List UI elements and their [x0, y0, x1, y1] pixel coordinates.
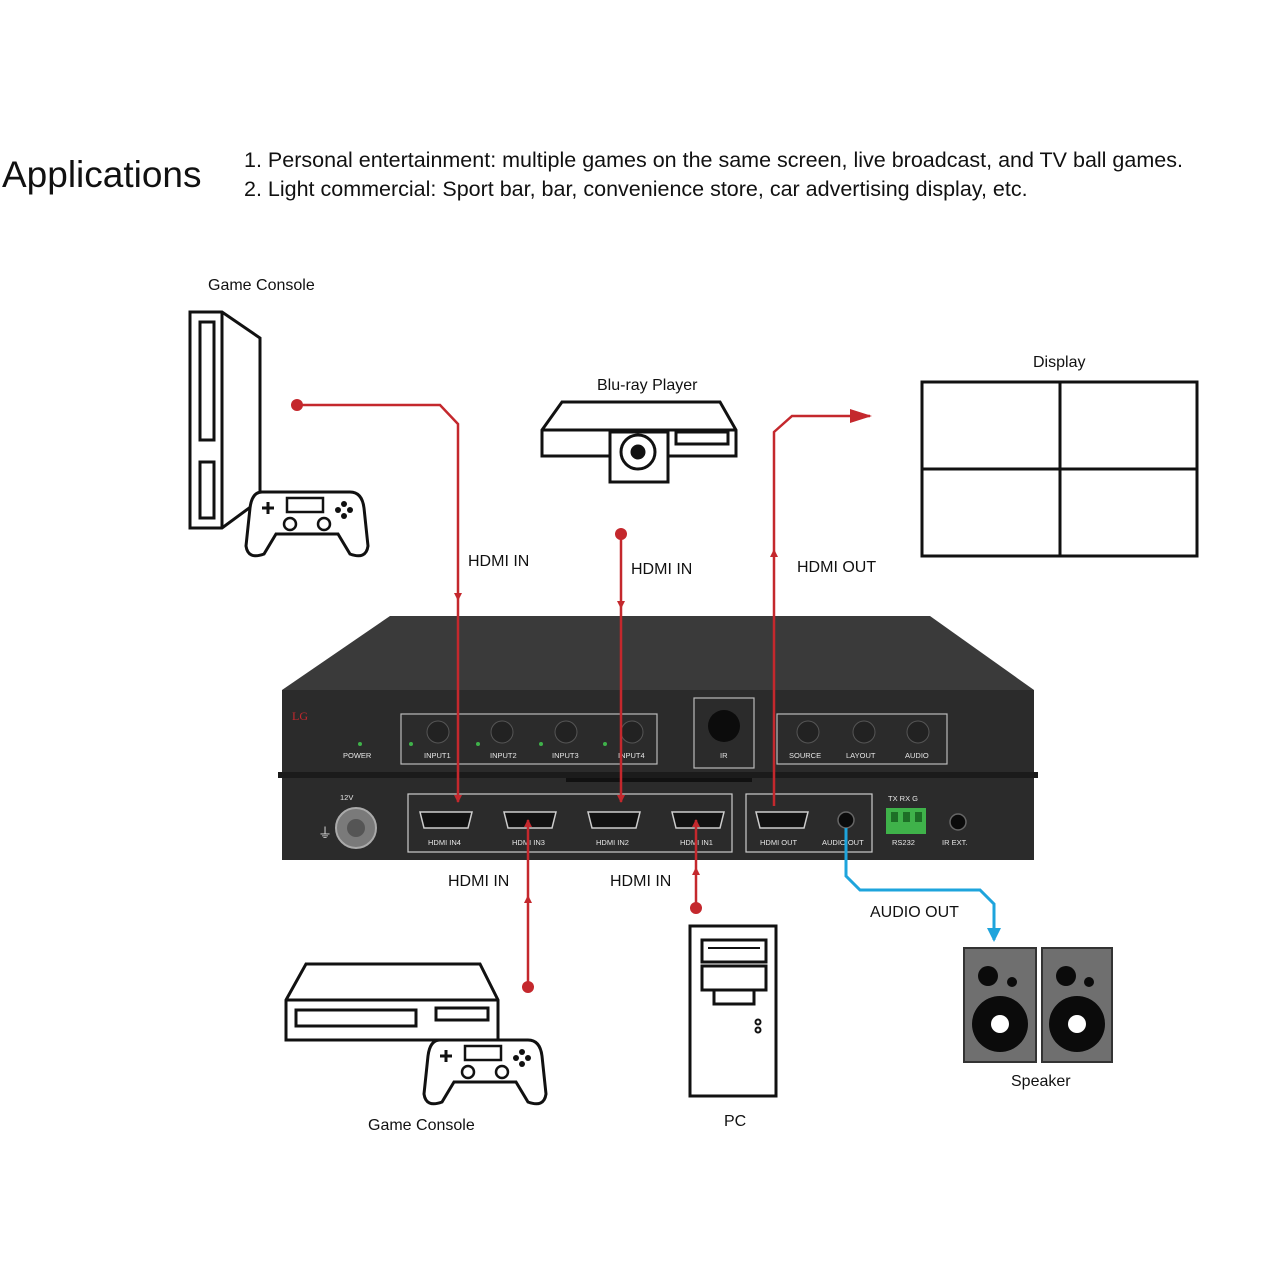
connection-pc	[690, 819, 702, 914]
power-label: POWER	[343, 751, 372, 760]
front-panel: LG POWER INPUT1 INPUT2 INPUT3 INPUT4 IR …	[292, 697, 948, 769]
game-console-top-icon	[188, 310, 262, 530]
connection-bluray	[615, 528, 627, 803]
input1-label: INPUT1	[424, 751, 451, 760]
label-display: Display	[1033, 354, 1085, 371]
source-button-label: SOURCE	[789, 751, 821, 760]
label-bluray: Blu-ray Player	[597, 377, 698, 394]
port-hdmi-out: HDMI OUT	[760, 838, 797, 847]
label-hdmi-in-2: HDMI IN	[631, 561, 692, 578]
pc-tower-icon	[688, 924, 778, 1098]
label-hdmi-out: HDMI OUT	[797, 559, 876, 576]
label-pc: PC	[724, 1113, 746, 1130]
ir-label: IR	[720, 751, 728, 760]
port-ir-ext: IR EXT.	[942, 838, 967, 847]
speaker-right-icon	[1041, 947, 1113, 1063]
input3-label: INPUT3	[552, 751, 579, 760]
label-game-console-top: Game Console	[208, 277, 315, 294]
quad-multiviewer-device	[278, 616, 1038, 860]
port-hdmi-in2: HDMI IN2	[596, 838, 629, 847]
gamepad-top-icon	[244, 490, 370, 558]
ir-window	[708, 710, 740, 742]
application-item-2: 2. Light commercial: Sport bar, bar, con…	[244, 176, 1028, 201]
audio-button-label: AUDIO	[905, 751, 929, 760]
port-audio-out: AUDIO OUT	[822, 838, 864, 847]
layout-button-label: LAYOUT	[846, 751, 876, 760]
gamepad-bottom-icon	[422, 1038, 548, 1106]
speaker-left-icon	[963, 947, 1037, 1063]
connection-game-console-bottom	[522, 819, 534, 993]
power-led	[358, 742, 362, 746]
svg-text:⏚: ⏚	[318, 826, 332, 842]
applications-heading: Applications	[2, 154, 202, 195]
ir-ext-jack	[949, 813, 967, 831]
port-rs232: RS232	[892, 838, 915, 847]
input4-label: INPUT4	[618, 751, 645, 760]
power-in-label: 12V	[340, 793, 353, 802]
application-item-1: 1. Personal entertainment: multiple game…	[244, 148, 1183, 172]
port-hdmi-in4: HDMI IN4	[428, 838, 461, 847]
label-game-console-bottom: Game Console	[368, 1117, 475, 1134]
input2-label: INPUT2	[490, 751, 517, 760]
display-icon	[920, 380, 1199, 558]
bluray-player-icon	[540, 400, 738, 484]
applications-list: 1. Personal entertainment: multiple game…	[244, 146, 1183, 203]
audio-jack	[837, 811, 855, 829]
label-speaker: Speaker	[1011, 1073, 1071, 1090]
game-console-bottom-icon	[284, 962, 500, 1042]
brand-logo: LG	[292, 709, 308, 723]
label-audio-out: AUDIO OUT	[870, 904, 959, 921]
connection-game-console-top	[291, 399, 462, 803]
label-hdmi-in-4: HDMI IN	[610, 873, 671, 890]
connection-audio	[844, 828, 1001, 942]
label-hdmi-in-3: HDMI IN	[448, 873, 509, 890]
rs232-pins-label: TX RX G	[888, 794, 918, 803]
label-hdmi-in-1: HDMI IN	[468, 553, 529, 570]
connection-hdmi-out	[770, 409, 872, 806]
